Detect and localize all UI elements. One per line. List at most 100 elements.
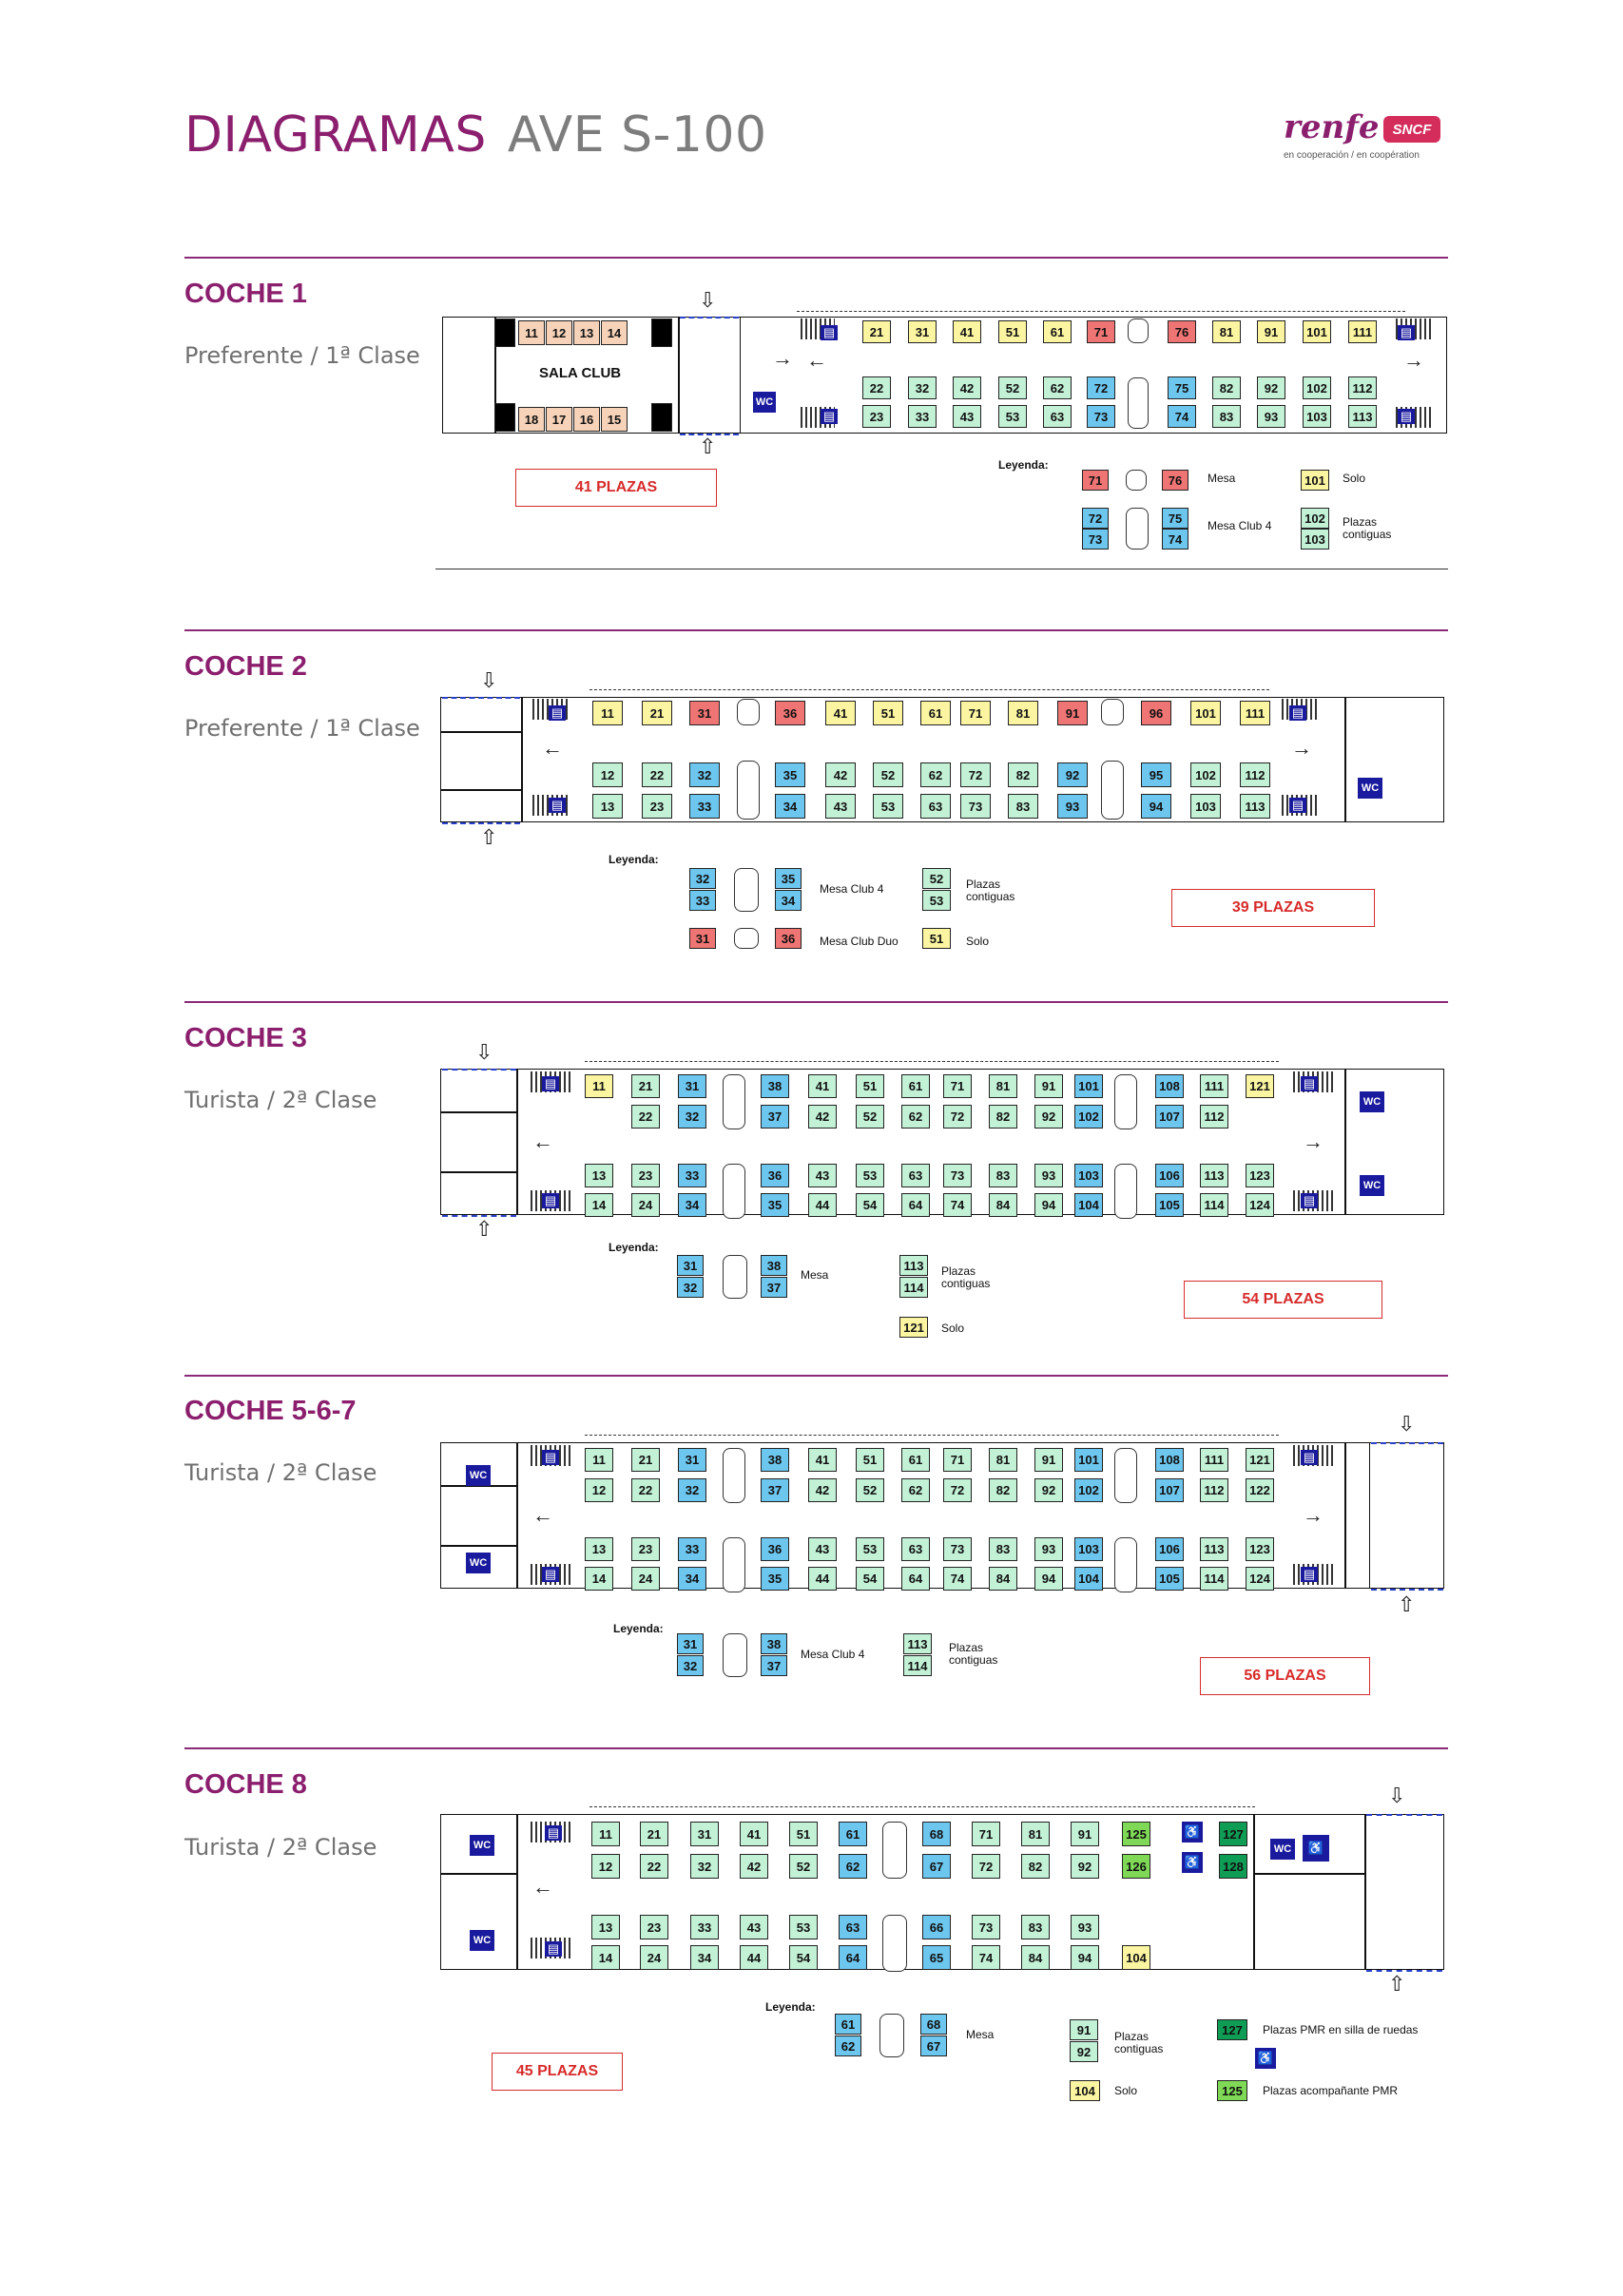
seat-71[interactable]: 71 (1082, 470, 1109, 491)
seat-94[interactable]: 94 (1034, 1567, 1063, 1591)
seat-42[interactable]: 42 (740, 1854, 768, 1879)
seat-91[interactable]: 91 (1257, 320, 1285, 343)
seat-75[interactable]: 75 (1162, 508, 1188, 529)
seat-93[interactable]: 93 (1034, 1164, 1063, 1187)
seat-74[interactable]: 74 (972, 1945, 1000, 1970)
seat-63[interactable]: 63 (901, 1537, 930, 1561)
seat-42[interactable]: 42 (808, 1478, 837, 1502)
seat-42[interactable]: 42 (808, 1105, 837, 1129)
seat-21[interactable]: 21 (631, 1074, 660, 1098)
seat-31[interactable]: 31 (689, 701, 720, 725)
seat-65[interactable]: 65 (922, 1945, 951, 1970)
seat-113[interactable]: 113 (1200, 1164, 1228, 1187)
seat-62[interactable]: 62 (835, 2036, 861, 2056)
seat-106[interactable]: 106 (1155, 1164, 1184, 1187)
seat-101[interactable]: 101 (1303, 320, 1331, 343)
seat-111[interactable]: 111 (1200, 1448, 1228, 1472)
seat-24[interactable]: 24 (640, 1945, 668, 1970)
seat-114[interactable]: 114 (1200, 1567, 1228, 1591)
seat-73[interactable]: 73 (1082, 529, 1109, 550)
seat-11[interactable]: 11 (591, 1822, 620, 1846)
seat-63[interactable]: 63 (920, 794, 951, 819)
seat-41[interactable]: 41 (740, 1822, 768, 1846)
seat-93[interactable]: 93 (1034, 1537, 1063, 1561)
seat-111[interactable]: 111 (1200, 1074, 1228, 1098)
seat-22[interactable]: 22 (631, 1105, 660, 1129)
seat-74[interactable]: 74 (943, 1567, 972, 1591)
seat-104[interactable]: 104 (1122, 1945, 1150, 1970)
seat-72[interactable]: 72 (943, 1105, 972, 1129)
seat-112[interactable]: 112 (1200, 1105, 1228, 1129)
seat-63[interactable]: 63 (839, 1915, 867, 1939)
seat-23[interactable]: 23 (640, 1915, 668, 1939)
seat-73[interactable]: 73 (1087, 405, 1115, 428)
seat-13[interactable]: 13 (585, 1537, 613, 1561)
seat-83[interactable]: 83 (989, 1164, 1017, 1187)
seat-36[interactable]: 36 (775, 928, 802, 949)
seat-103[interactable]: 103 (1074, 1537, 1103, 1561)
seat-105[interactable]: 105 (1155, 1567, 1184, 1591)
seat-34[interactable]: 34 (775, 794, 805, 819)
seat-33[interactable]: 33 (689, 890, 716, 911)
seat-127[interactable]: 127 (1219, 1822, 1247, 1846)
seat-12[interactable]: 12 (546, 320, 572, 345)
seat-43[interactable]: 43 (825, 794, 856, 819)
seat-36[interactable]: 36 (761, 1537, 789, 1561)
seat-41[interactable]: 41 (825, 701, 856, 725)
seat-91[interactable]: 91 (1057, 701, 1088, 725)
seat-24[interactable]: 24 (631, 1567, 660, 1591)
seat-61[interactable]: 61 (835, 2014, 861, 2035)
seat-112[interactable]: 112 (1240, 762, 1270, 787)
seat-52[interactable]: 52 (856, 1105, 884, 1129)
seat-113[interactable]: 113 (1240, 794, 1270, 819)
seat-93[interactable]: 93 (1257, 405, 1285, 428)
seat-35[interactable]: 35 (761, 1567, 789, 1591)
seat-111[interactable]: 111 (1348, 320, 1377, 343)
seat-112[interactable]: 112 (1200, 1478, 1228, 1502)
seat-82[interactable]: 82 (1021, 1854, 1050, 1879)
seat-21[interactable]: 21 (631, 1448, 660, 1472)
seat-37[interactable]: 37 (761, 1478, 789, 1502)
seat-93[interactable]: 93 (1057, 794, 1088, 819)
seat-82[interactable]: 82 (989, 1478, 1017, 1502)
seat-52[interactable]: 52 (873, 762, 903, 787)
seat-101[interactable]: 101 (1074, 1074, 1103, 1098)
seat-123[interactable]: 123 (1246, 1164, 1274, 1187)
seat-111[interactable]: 111 (1240, 701, 1270, 725)
seat-107[interactable]: 107 (1155, 1105, 1184, 1129)
seat-51[interactable]: 51 (856, 1074, 884, 1098)
seat-83[interactable]: 83 (1212, 405, 1241, 428)
seat-61[interactable]: 61 (901, 1448, 930, 1472)
seat-43[interactable]: 43 (740, 1915, 768, 1939)
seat-64[interactable]: 64 (901, 1193, 930, 1217)
seat-71[interactable]: 71 (943, 1448, 972, 1472)
seat-73[interactable]: 73 (972, 1915, 1000, 1939)
seat-16[interactable]: 16 (573, 407, 600, 432)
seat-36[interactable]: 36 (761, 1164, 789, 1187)
seat-91[interactable]: 91 (1070, 2019, 1098, 2040)
seat-72[interactable]: 72 (960, 762, 991, 787)
seat-33[interactable]: 33 (678, 1164, 706, 1187)
seat-124[interactable]: 124 (1246, 1193, 1274, 1217)
seat-66[interactable]: 66 (922, 1915, 951, 1939)
seat-64[interactable]: 64 (901, 1567, 930, 1591)
seat-31[interactable]: 31 (677, 1255, 704, 1276)
seat-92[interactable]: 92 (1257, 376, 1285, 399)
seat-83[interactable]: 83 (1021, 1915, 1050, 1939)
seat-44[interactable]: 44 (740, 1945, 768, 1970)
seat-32[interactable]: 32 (689, 868, 716, 889)
seat-106[interactable]: 106 (1155, 1537, 1184, 1561)
seat-11[interactable]: 11 (518, 320, 545, 345)
seat-62[interactable]: 62 (901, 1478, 930, 1502)
seat-96[interactable]: 96 (1141, 701, 1171, 725)
seat-102[interactable]: 102 (1074, 1478, 1103, 1502)
seat-15[interactable]: 15 (601, 407, 628, 432)
seat-53[interactable]: 53 (789, 1915, 818, 1939)
seat-104[interactable]: 104 (1070, 2080, 1100, 2101)
seat-72[interactable]: 72 (972, 1854, 1000, 1879)
seat-127[interactable]: 127 (1217, 2019, 1247, 2040)
seat-14[interactable]: 14 (585, 1193, 613, 1217)
seat-51[interactable]: 51 (789, 1822, 818, 1846)
seat-43[interactable]: 43 (808, 1164, 837, 1187)
seat-22[interactable]: 22 (642, 762, 672, 787)
